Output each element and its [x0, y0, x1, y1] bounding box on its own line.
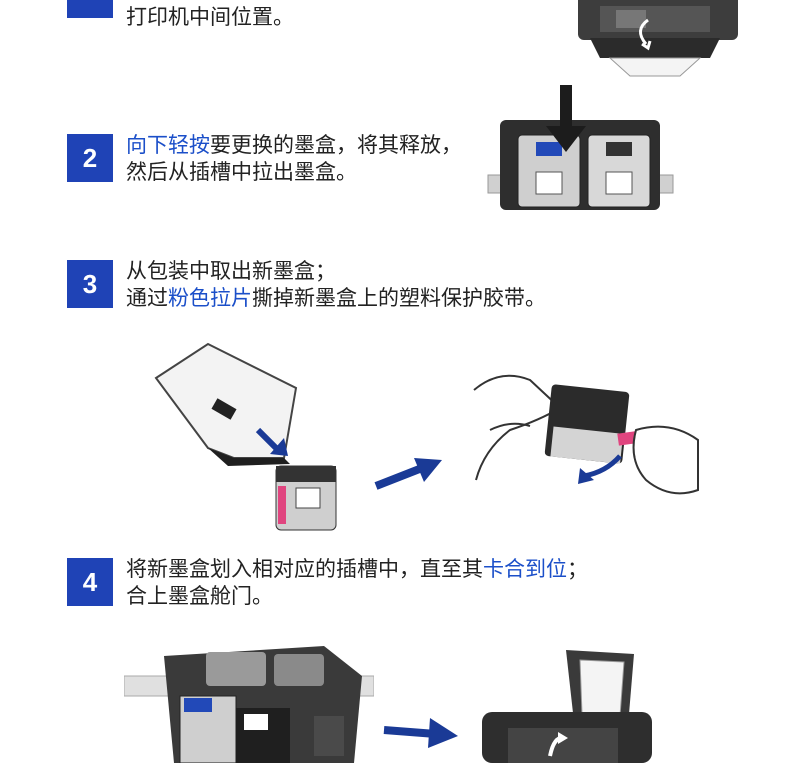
step-3-line-2-post: 撕掉新墨盒上的塑料保护胶带。 [252, 286, 546, 310]
step-4-line-1-pre: 将新墨盒划入相对应的插槽中，直至其 [126, 557, 483, 581]
step-2-line-2: 然后从插槽中拉出墨盒。 [126, 160, 357, 184]
step-4-highlight: 卡合到位 [483, 557, 567, 581]
printer-close-illustration [482, 650, 652, 763]
step-2-text: 向下轻按要更换的墨盒，将其释放， 然后从插槽中拉出墨盒。 [126, 132, 462, 186]
step-2-highlight: 向下轻按 [126, 133, 210, 157]
step-3-line-2: 通过粉色拉片撕掉新墨盒上的塑料保护胶带。 [126, 285, 546, 312]
step-4-line-1: 将新墨盒划入相对应的插槽中，直至其卡合到位； [126, 556, 588, 583]
step-2-badge: 2 [67, 134, 113, 182]
right-arrow-2 [383, 718, 458, 748]
step-2-line-1: 向下轻按要更换的墨盒，将其释放， [126, 132, 462, 159]
step-3-line-2-pre: 通过 [126, 286, 168, 310]
step-3-line-1: 从包装中取出新墨盒； [126, 259, 336, 283]
step-4-line-1-post: ； [567, 557, 588, 581]
step-1-text: 打印机中间位置。 [126, 4, 294, 31]
step-3-highlight: 粉色拉片 [168, 286, 252, 310]
right-arrow-1 [374, 458, 442, 490]
step-1-badge [67, 0, 113, 18]
step-3-badge: 3 [67, 260, 113, 308]
carriage-press-illustration [487, 85, 674, 210]
insert-cartridge-illustration [124, 646, 374, 763]
step-4-line-2: 合上墨盒舱门。 [126, 584, 273, 608]
step-4-text: 将新墨盒划入相对应的插槽中，直至其卡合到位； 合上墨盒舱门。 [126, 556, 588, 610]
remove-tape-illustration [473, 374, 699, 495]
step-1-line: 打印机中间位置。 [126, 5, 294, 29]
step-4-badge: 4 [67, 558, 113, 606]
step-3-text: 从包装中取出新墨盒； 通过粉色拉片撕掉新墨盒上的塑料保护胶带。 [126, 258, 546, 312]
step-2-line-1-rest: 要更换的墨盒，将其释放， [210, 133, 462, 157]
package-unbox-illustration [154, 342, 337, 531]
printer-open-illustration [578, 0, 738, 77]
